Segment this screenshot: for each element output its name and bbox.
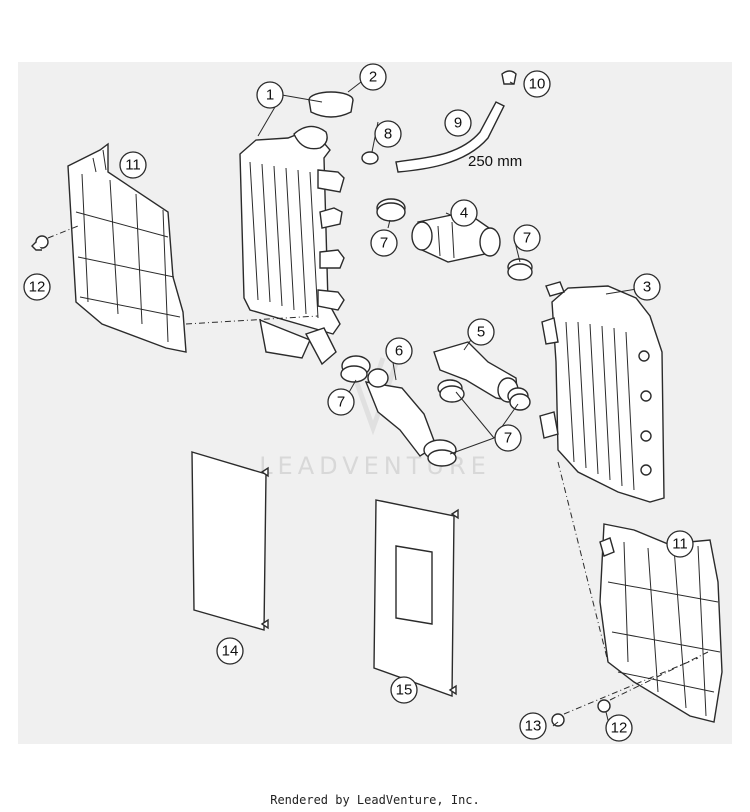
radiator-cap xyxy=(308,91,354,118)
callout-14[interactable]: 14 xyxy=(216,637,244,665)
callout-15[interactable]: 15 xyxy=(390,676,418,704)
callout-7[interactable]: 7 xyxy=(494,424,522,452)
svg-text:12: 12 xyxy=(29,279,46,296)
callout-7[interactable]: 7 xyxy=(370,229,398,257)
svg-text:8: 8 xyxy=(384,126,392,143)
svg-text:11: 11 xyxy=(125,157,141,174)
callout-12[interactable]: 12 xyxy=(23,273,51,301)
callout-1[interactable]: 1 xyxy=(256,81,284,109)
callout-2[interactable]: 2 xyxy=(359,63,387,91)
svg-text:14: 14 xyxy=(222,643,239,660)
svg-text:2: 2 xyxy=(369,69,377,86)
hose-clamp xyxy=(507,387,531,411)
callout-5[interactable]: 5 xyxy=(467,318,495,346)
alignment-line xyxy=(185,315,319,325)
callout-9[interactable]: 9 xyxy=(444,109,472,137)
right-radiator-shroud xyxy=(599,523,723,723)
callout-7[interactable]: 7 xyxy=(327,388,355,416)
callout-8[interactable]: 8 xyxy=(374,120,402,148)
callout-6[interactable]: 6 xyxy=(385,337,413,365)
svg-text:10: 10 xyxy=(529,76,546,93)
hose-clamp xyxy=(376,198,406,222)
svg-text:7: 7 xyxy=(523,230,531,247)
left-radiator xyxy=(239,125,345,359)
svg-text:13: 13 xyxy=(525,718,542,735)
callout-3[interactable]: 3 xyxy=(633,273,661,301)
left-radiator-shroud xyxy=(67,142,187,353)
right-radiator xyxy=(539,281,665,503)
svg-text:7: 7 xyxy=(337,394,345,411)
hose-clamp xyxy=(507,258,533,281)
callout-7[interactable]: 7 xyxy=(513,224,541,252)
callout-11[interactable]: 11 xyxy=(666,530,694,558)
connector-hose xyxy=(411,211,501,263)
hose-clamp-small xyxy=(361,151,379,165)
alignment-line xyxy=(557,461,609,663)
svg-text:7: 7 xyxy=(504,430,512,447)
callout-13[interactable]: 13 xyxy=(519,712,547,740)
hose-clamp xyxy=(437,379,465,403)
hose-length-note: 250 mm xyxy=(468,153,522,170)
parts-diagram: LEADVENTURE xyxy=(18,62,732,744)
parts-diagram-svg: LEADVENTURE xyxy=(23,63,723,742)
screw-12-left xyxy=(31,235,49,251)
screw-12-right xyxy=(597,699,611,713)
alignment-line xyxy=(47,225,79,239)
callout-10[interactable]: 10 xyxy=(523,70,551,98)
radiator-outlet-elbow xyxy=(304,327,337,366)
svg-text:5: 5 xyxy=(477,324,485,341)
svg-text:11: 11 xyxy=(672,536,688,553)
svg-text:7: 7 xyxy=(380,235,388,252)
alignment-line xyxy=(563,657,699,715)
nut-13 xyxy=(551,713,565,727)
svg-text:6: 6 xyxy=(395,343,403,360)
footer-credit: Rendered by LeadVenture, Inc. xyxy=(270,793,480,807)
hose-clamp xyxy=(423,439,457,467)
svg-text:15: 15 xyxy=(396,682,413,699)
hose-clamp xyxy=(340,355,371,383)
svg-text:1: 1 xyxy=(266,87,274,104)
overflow-hose xyxy=(395,101,505,173)
hose-clip xyxy=(501,70,517,85)
radiator-screen-15 xyxy=(373,499,459,697)
callout-11[interactable]: 11 xyxy=(119,151,147,179)
radiator-screen-14 xyxy=(191,451,269,631)
svg-text:4: 4 xyxy=(460,205,468,222)
callout-4[interactable]: 4 xyxy=(450,199,478,227)
svg-text:12: 12 xyxy=(611,720,628,737)
svg-text:3: 3 xyxy=(643,279,651,296)
alignment-line xyxy=(609,651,709,701)
callout-12[interactable]: 12 xyxy=(605,714,633,742)
svg-text:9: 9 xyxy=(454,115,462,132)
